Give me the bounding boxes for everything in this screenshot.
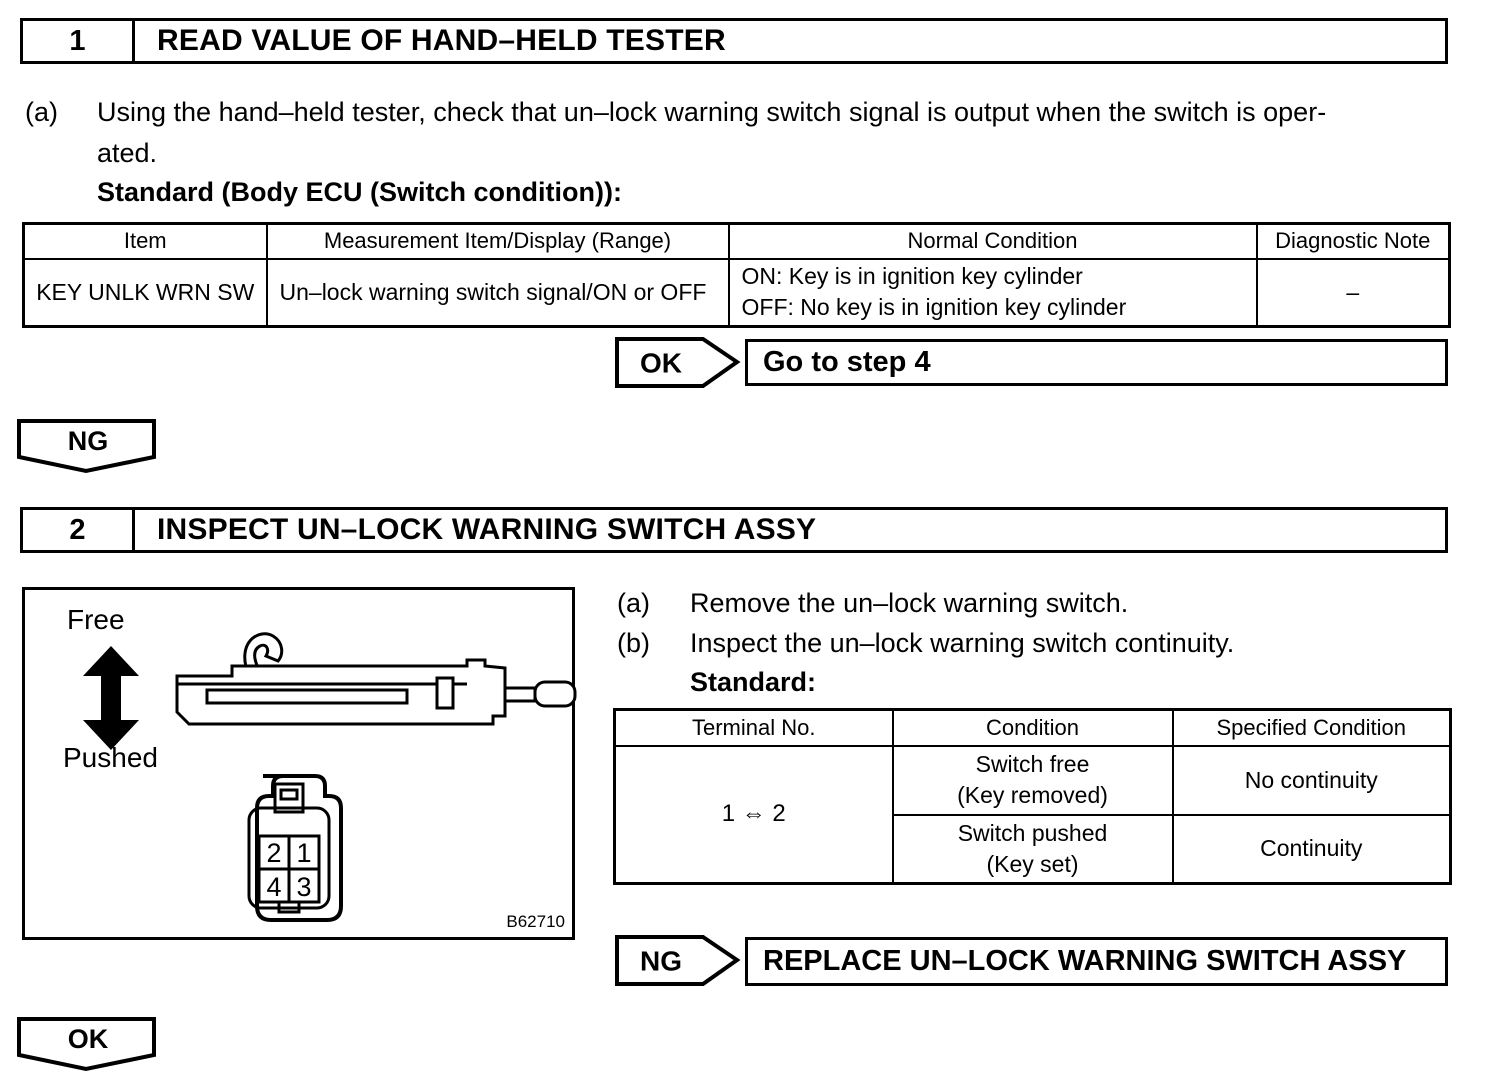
condition-line: Switch pushed <box>957 819 1108 846</box>
connector-details <box>247 782 331 914</box>
step1-standard-heading: Standard (Body ECU (Switch condition)): <box>97 177 622 207</box>
step2-item-a-text: Remove the un–lock warning switch. <box>690 588 1129 618</box>
step2-item-a-label: (a) <box>617 588 650 618</box>
step1-number: 1 <box>23 21 135 61</box>
step1-header: 1 READ VALUE OF HAND–HELD TESTER <box>20 18 1448 64</box>
col-header-specified: Specified Condition <box>1171 708 1452 747</box>
step2-item-b-text: Inspect the un–lock warning switch conti… <box>690 628 1235 658</box>
step2-title: INSPECT UN–LOCK WARNING SWITCH ASSY <box>157 513 817 546</box>
table-header-row: Item Measurement Item/Display (Range) No… <box>22 222 1451 260</box>
ok-banner-shape <box>17 1017 156 1072</box>
ng-banner-label: NG <box>68 426 109 456</box>
pin-number-1: 1 <box>296 838 311 868</box>
condition-line: (Key set) <box>986 850 1079 877</box>
step2-item-b-label: (b) <box>617 628 650 658</box>
ok-arrow-shape <box>615 337 741 388</box>
ng-arrow: NG <box>615 935 741 986</box>
table-row: 1 ⇔ 2 Switch free (Key removed) No conti… <box>613 744 1452 885</box>
step1-item-a-label: (a) <box>25 97 58 127</box>
figure-free-label: Free <box>67 604 125 635</box>
ok-arrow: OK <box>615 337 741 388</box>
step1-instruction-line2: ated. <box>97 138 158 168</box>
cell-specified-pushed: Continuity <box>1171 813 1452 885</box>
step1-instruction-line1: Using the hand–held tester, check that u… <box>97 97 1327 127</box>
condition-line: Switch free <box>975 751 1090 777</box>
col-header-terminal: Terminal No. <box>613 708 894 747</box>
ng-action-box: REPLACE UN–LOCK WARNING SWITCH ASSY <box>745 937 1448 986</box>
cell-measurement: Un–lock warning switch signal/ON or OFF <box>265 257 730 328</box>
figure-id: B62710 <box>506 912 565 931</box>
step2-header: 2 INSPECT UN–LOCK WARNING SWITCH ASSY <box>20 507 1448 553</box>
step1-title: READ VALUE OF HAND–HELD TESTER <box>157 24 726 57</box>
col-header-diagnostic-note: Diagnostic Note <box>1255 222 1451 260</box>
ng-banner: NG <box>17 419 156 474</box>
cell-diagnostic-note: – <box>1255 257 1451 328</box>
pin-number-3: 3 <box>296 872 311 902</box>
col-header-item: Item <box>22 222 268 260</box>
double-arrow-shape <box>83 646 139 750</box>
ng-arrow-shape <box>615 935 741 986</box>
ok-banner: OK <box>17 1017 156 1072</box>
connector-pin-numbers: 2 1 4 3 <box>266 838 311 902</box>
table-row: KEY UNLK WRN SW Un–lock warning switch s… <box>22 257 1451 328</box>
step2-standard-heading: Standard: <box>690 667 817 697</box>
figure-pushed-label: Pushed <box>63 742 158 773</box>
cell-normal-condition: ON: Key is in ignition key cylinder OFF:… <box>727 257 1258 328</box>
condition-line: (Key removed) <box>957 782 1108 808</box>
normal-condition-off: OFF: No key is in ignition key cylinder <box>741 294 1127 321</box>
pin-number-4: 4 <box>266 872 281 902</box>
cell-condition-free: Switch free (Key removed) <box>891 744 1174 816</box>
cell-terminal: 1 ⇔ 2 <box>613 744 894 885</box>
switch-figure: Free Pushed 2 1 <box>22 587 577 940</box>
table-row: Switch pushed (Key set) Continuity <box>615 813 1452 885</box>
switch-illustration <box>175 632 577 726</box>
continuity-table: Terminal No. Condition Specified Conditi… <box>613 708 1452 885</box>
ng-banner-shape <box>17 419 156 474</box>
col-header-normal-condition: Normal Condition <box>727 222 1258 260</box>
ok-action-box: Go to step 4 <box>745 339 1448 386</box>
col-header-measurement: Measurement Item/Display (Range) <box>265 222 730 260</box>
cell-item: KEY UNLK WRN SW <box>22 257 268 328</box>
tester-value-table: Item Measurement Item/Display (Range) No… <box>22 222 1451 328</box>
ok-banner-label: OK <box>68 1024 109 1054</box>
ok-arrow-label: OK <box>640 348 682 379</box>
switch-side-view <box>175 632 577 726</box>
pin-number-2: 2 <box>266 838 281 868</box>
double-arrow-icon <box>83 646 139 750</box>
normal-condition-on: ON: Key is in ignition key cylinder <box>741 263 1083 290</box>
table-header-row: Terminal No. Condition Specified Conditi… <box>613 708 1452 747</box>
connector-front-view: 2 1 4 3 <box>247 774 343 922</box>
col-header-condition: Condition <box>891 708 1174 747</box>
cell-specified-free: No continuity <box>1171 744 1452 816</box>
cell-condition-pushed: Switch pushed (Key set) <box>891 813 1174 885</box>
ng-arrow-label: NG <box>640 946 682 977</box>
step2-number: 2 <box>23 510 135 550</box>
